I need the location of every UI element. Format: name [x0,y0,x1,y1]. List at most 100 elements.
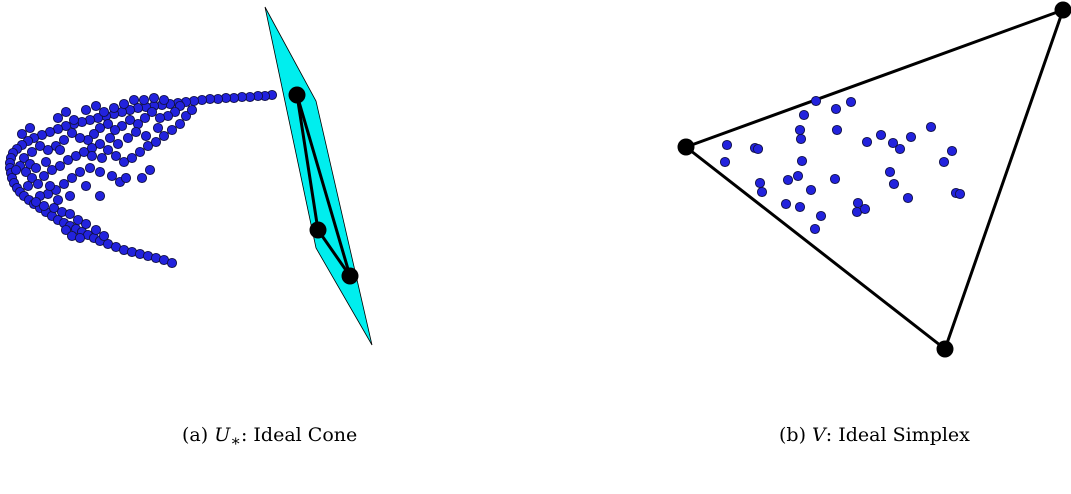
data-point [32,178,44,190]
data-point [90,100,102,112]
data-point [158,94,170,106]
data-point [80,180,92,192]
extreme-vertex [341,267,359,285]
data-point [754,177,766,189]
data-point [98,230,110,242]
data-point [120,172,132,184]
data-point [845,96,857,108]
data-point [62,154,74,166]
data-point [94,138,106,150]
data-point [721,139,733,151]
data-point [875,129,887,141]
data-point [809,223,821,235]
data-point [118,156,130,168]
caption-panel-b: (b) V: Ideal Simplex [779,424,970,446]
data-point [38,200,50,212]
data-point [40,156,52,168]
data-point [852,197,864,209]
data-point [64,190,76,202]
data-point [780,198,792,210]
data-point [74,132,86,144]
data-point [136,172,148,184]
data-point [42,144,54,156]
data-point [829,173,841,185]
data-point [902,192,914,204]
data-point [719,156,731,168]
data-point [782,174,794,186]
data-point [792,170,804,182]
data-point [905,131,917,143]
data-point [80,104,92,116]
data-point [74,166,86,178]
data-point [794,124,806,136]
data-point [142,140,154,152]
data-point [174,118,186,130]
data-point [66,127,78,139]
data-point [30,196,42,208]
caption-a-subscript: ∗ [230,430,241,450]
data-point [938,156,950,168]
data-point [796,155,808,167]
data-point [68,114,80,126]
data-point [794,201,806,213]
data-point [186,104,198,116]
data-point [146,106,158,118]
data-point [22,180,34,192]
data-point [126,152,138,164]
data-point [109,124,121,136]
data-point [954,188,966,200]
data-point [78,146,90,158]
data-point [58,178,70,190]
data-point [26,146,38,158]
cone-vertices [288,86,359,285]
extreme-vertex [936,340,954,358]
data-point [108,102,120,114]
data-point [80,218,92,230]
data-point [884,166,896,178]
triangle-edge [943,8,1065,351]
data-point [38,170,50,182]
triangle-edge [295,93,320,232]
data-point [94,122,106,134]
data-point [810,95,822,107]
panel-b-ideal-simplex [677,1,1071,358]
data-point [16,128,28,140]
data-point [150,136,162,148]
data-point [887,137,899,149]
triangle-edge [684,145,947,351]
data-point [795,133,807,145]
data-point [98,106,110,118]
cone-data-points [4,89,278,269]
extreme-vertex [1054,1,1071,19]
data-point [946,145,958,157]
data-point [166,257,178,269]
data-point [96,152,108,164]
data-point [70,150,82,162]
data-point [44,180,56,192]
data-point [20,166,32,178]
data-point [102,118,114,130]
data-point [752,143,764,155]
data-point [139,112,151,124]
data-point [815,210,827,222]
data-point [798,109,810,121]
data-point [106,170,118,182]
simplex-vertices [677,1,1071,358]
simplex-data-points [719,95,966,235]
data-point [88,128,100,140]
panel-a-ideal-cone [4,6,373,346]
data-point [122,132,134,144]
caption-a-symbol: U [214,424,231,446]
cone-triangle-edges [295,93,352,278]
data-point [10,164,22,176]
data-point [46,164,58,176]
caption-b-label: (b) [779,424,806,446]
caption-a-label: (a) [182,424,209,446]
data-point [859,203,871,215]
data-point [48,202,60,214]
data-point [128,94,140,106]
extreme-vertex [677,138,695,156]
data-point [34,140,46,152]
caption-b-symbol: V [812,424,826,446]
data-point [58,134,70,146]
